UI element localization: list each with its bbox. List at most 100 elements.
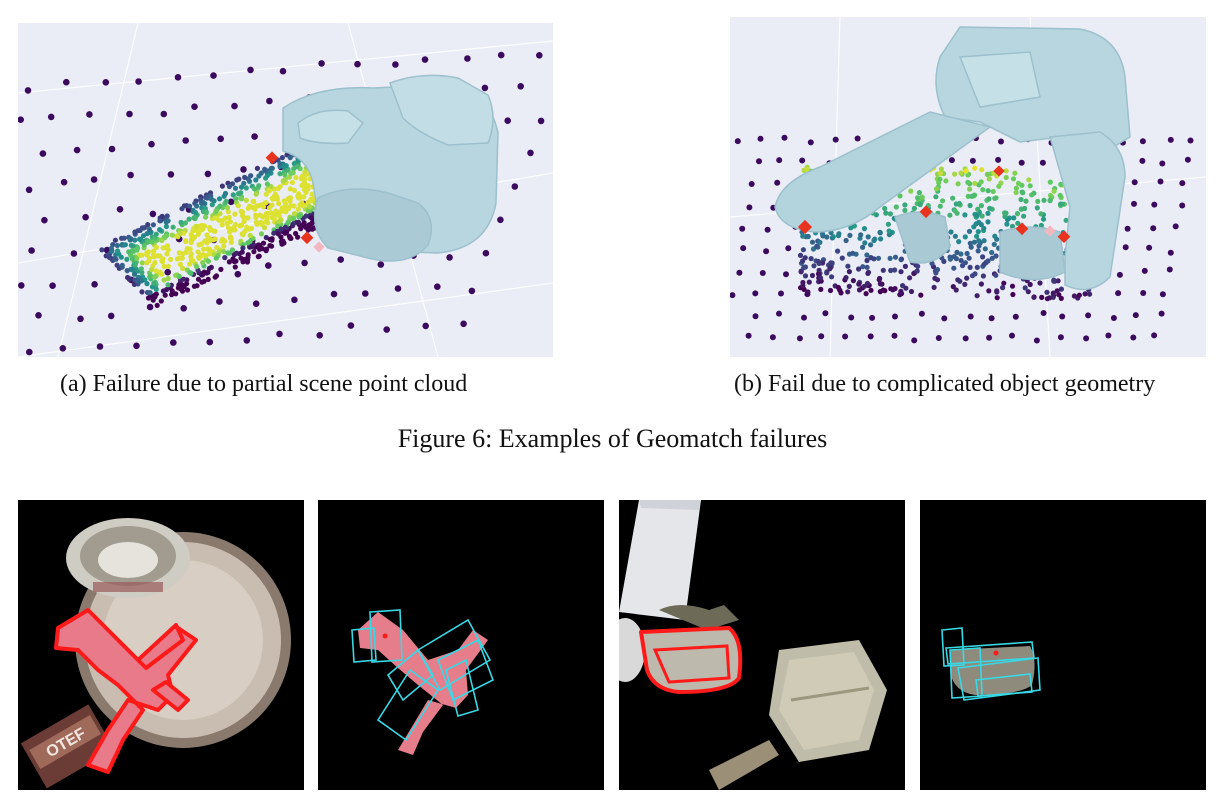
- point: [337, 256, 345, 263]
- point: [954, 210, 960, 216]
- point: [228, 239, 234, 245]
- point: [208, 196, 214, 202]
- point: [965, 179, 971, 185]
- point: [226, 183, 232, 190]
- point: [26, 348, 33, 356]
- point: [856, 287, 863, 293]
- point: [1014, 211, 1021, 217]
- point: [194, 264, 200, 270]
- point: [204, 195, 210, 201]
- point: [302, 169, 308, 175]
- point: [1139, 157, 1146, 164]
- point: [1139, 138, 1146, 145]
- point: [971, 224, 977, 230]
- point: [421, 56, 429, 63]
- point: [1044, 289, 1050, 295]
- point: [243, 197, 249, 203]
- point: [832, 136, 839, 143]
- point: [1033, 337, 1040, 344]
- point: [892, 267, 898, 273]
- point: [1018, 159, 1025, 166]
- point: [114, 242, 120, 249]
- point: [151, 280, 157, 286]
- point: [1022, 285, 1028, 291]
- point: [282, 172, 288, 178]
- point: [1058, 201, 1064, 207]
- point: [1018, 196, 1024, 203]
- point: [1115, 290, 1122, 297]
- point: [165, 247, 171, 253]
- point: [122, 242, 128, 248]
- point: [291, 296, 298, 304]
- point: [804, 166, 810, 172]
- point: [204, 240, 210, 246]
- point: [1041, 197, 1047, 203]
- point: [967, 264, 973, 270]
- point: [819, 231, 826, 237]
- point: [206, 235, 212, 241]
- point: [1054, 288, 1060, 294]
- point: [377, 261, 385, 268]
- point: [194, 228, 200, 234]
- point: [99, 247, 105, 253]
- point: [824, 234, 830, 240]
- point: [797, 252, 804, 258]
- point: [1082, 291, 1088, 297]
- point: [285, 219, 291, 225]
- point: [829, 274, 835, 280]
- point: [974, 212, 980, 218]
- point: [1040, 216, 1047, 222]
- point: [845, 289, 851, 295]
- point: [1034, 205, 1040, 211]
- point: [245, 215, 251, 221]
- point: [504, 117, 512, 124]
- point: [243, 337, 251, 344]
- point: [259, 220, 265, 226]
- point: [843, 237, 849, 244]
- point: [293, 175, 299, 181]
- point: [805, 233, 811, 240]
- point: [224, 220, 230, 226]
- point: [481, 84, 489, 92]
- point: [938, 166, 944, 172]
- point: [253, 177, 259, 183]
- point: [1179, 180, 1186, 187]
- point: [281, 163, 287, 170]
- point: [808, 256, 814, 262]
- cart-toy-icon: [950, 646, 1035, 695]
- point: [1150, 225, 1157, 232]
- point: [253, 191, 259, 197]
- point: [59, 345, 67, 352]
- point: [295, 206, 301, 212]
- point: [937, 176, 943, 182]
- point: [221, 248, 227, 255]
- point: [146, 226, 152, 232]
- point: [1011, 215, 1017, 221]
- point: [153, 286, 159, 292]
- point: [856, 266, 862, 272]
- point: [1012, 313, 1019, 320]
- point: [882, 205, 888, 212]
- point: [121, 235, 127, 241]
- point: [868, 242, 874, 248]
- point: [981, 238, 987, 244]
- point: [967, 202, 973, 209]
- point: [126, 110, 133, 118]
- point: [1058, 286, 1064, 292]
- point: [969, 157, 976, 164]
- point: [956, 239, 962, 245]
- point: [277, 184, 283, 190]
- point: [958, 170, 964, 176]
- point: [827, 287, 834, 294]
- subfigure-a-pointcloud: [18, 23, 553, 357]
- point: [177, 261, 183, 267]
- point: [1025, 289, 1031, 295]
- point: [184, 287, 191, 293]
- point: [164, 213, 170, 219]
- point: [276, 201, 282, 207]
- point: [1059, 313, 1066, 320]
- point: [1039, 294, 1045, 300]
- point: [1141, 267, 1148, 274]
- point: [251, 249, 257, 255]
- bag-icon: [769, 640, 887, 762]
